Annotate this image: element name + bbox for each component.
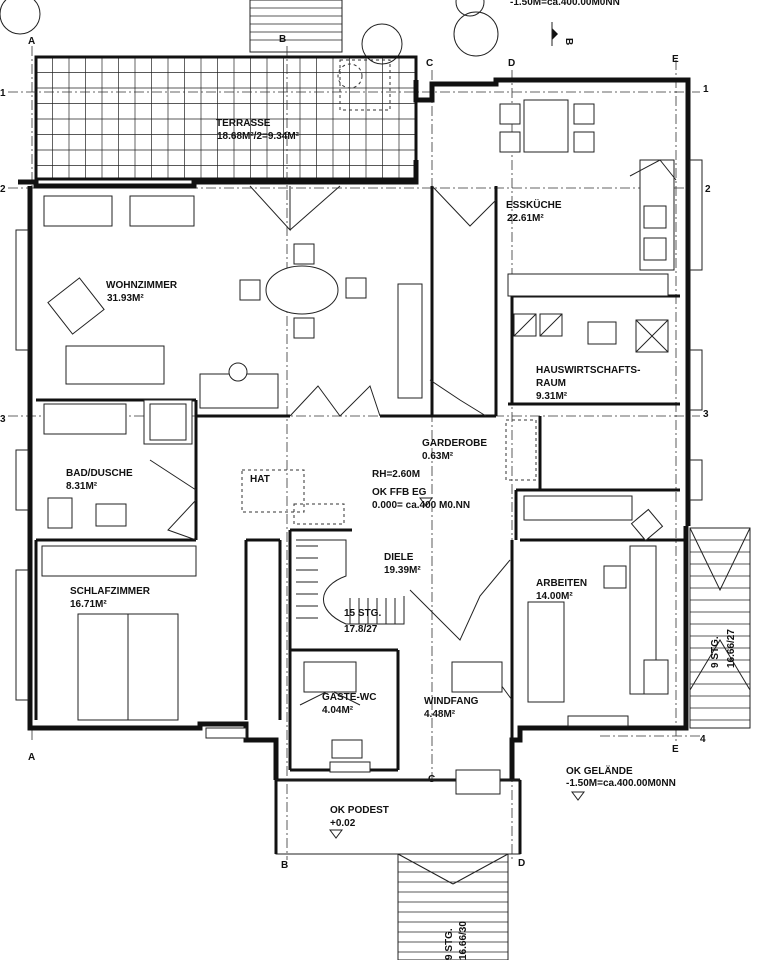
axis-e-top: E [672,54,679,65]
ok-ffb-eg-label: OK FFB EG [372,487,427,498]
axis-a-top: A [28,36,35,47]
wc-furniture [303,661,503,759]
room-diele-name: DIELE [384,552,414,563]
room-schlafzimmer-name: SCHLAFZIMMER [70,586,151,597]
axis-b-top: B [279,34,286,45]
room-gaeste-wc-area: 4.04M² [322,705,354,716]
ok-podest-value: +0.02 [330,818,356,829]
room-windfang-area: 4.48M² [424,709,456,720]
row-3-left: 3 [0,414,6,425]
ok-ffb-eg-value: 0.000= ca.400 M0.NN [372,500,470,511]
room-terrasse-name: TERRASSE [216,118,271,129]
row-2-left: 2 [0,184,6,195]
section-marker: B [551,22,574,46]
top-stair [249,0,343,53]
wohnzimmer-furniture [43,59,423,409]
right-stairs-ratio: 16.66/27 [726,629,737,668]
stair-arrow [397,853,454,885]
windows [15,159,703,795]
stairs-count: 15 STG. [344,608,381,619]
stairs-ratio: 17.8/27 [344,624,378,635]
stair-arrow [452,853,509,885]
esskueche-furniture [499,99,677,297]
room-diele-area: 19.39M² [384,565,421,576]
room-wohnzimmer-area: 31.93M² [107,293,144,304]
ok-gelaende-value: -1.50M=ca.400.00M0NN [566,778,676,789]
bottom-stairs-ratio: 16.66/30 [458,921,469,960]
room-wohnzimmer-name: WOHNZIMMER [106,280,178,291]
bottom-stairs-count: 9 STG. [444,928,455,960]
room-bad-name: BAD/DUSCHE [66,468,133,479]
room-hauswirtschaft-area: 9.31M² [536,391,568,402]
svg-text:B: B [563,38,574,45]
axis-d-top: D [508,58,515,69]
terrace-outline [34,55,418,181]
right-exterior-stair [689,527,751,729]
row-1-left: 1 [0,88,6,99]
bottom-exterior-stair [397,853,509,960]
room-gaeste-wc-name: GÄSTE-WC [322,690,376,703]
level-markers [329,497,585,839]
axis-a-bottom: A [28,752,35,763]
top-note: -1.50M=ca.400.00M0NN [510,0,620,8]
room-bad-area: 8.31M² [66,481,98,492]
axis-e-bottom: E [672,744,679,755]
room-windfang-name: WINDFANG [424,696,479,707]
exterior-walls [18,77,691,855]
row-3-right: 3 [703,409,709,420]
trees [0,0,499,65]
axis-d-bottom: D [518,858,525,869]
room-garderobe-area: 0.63M² [422,451,454,462]
arbeiten-furniture [523,495,669,703]
room-labels: TERRASSE 18.68M²/2=9.34M² ESSKÜCHE 22.61… [66,118,640,720]
axis-b-bottom: B [281,860,288,871]
room-schlafzimmer-area: 16.71M² [70,599,107,610]
row-2-right: 2 [705,184,711,195]
axis-grid-lines [8,46,700,860]
bad-furniture [43,399,345,529]
row-1-right: 1 [703,84,709,95]
room-esskueche-area: 22.61M² [507,213,544,224]
ceiling-height: RH=2.60M [372,469,420,480]
hauswirtschaft-furniture [505,313,669,481]
right-stairs-count: 9 STG. [710,636,721,668]
room-hauswirtschaft-name-1: HAUSWIRTSCHAFTS- [536,365,640,376]
terrace-tiles [35,56,416,179]
room-arbeiten-area: 14.00M² [536,591,573,602]
annotations: RH=2.60M OK FFB EG 0.000= ca.400 M0.NN 1… [330,469,737,960]
room-terrasse-area: 18.68M²/2=9.34M² [217,131,300,142]
room-hat-name: HAT [250,474,270,485]
ok-gelaende-label: OK GELÄNDE [566,764,633,777]
row-4-right: 4 [700,734,706,745]
room-hauswirtschaft-name-2: RAUM [536,378,566,389]
axis-c-top: C [426,58,433,69]
room-garderobe-name: GARDEROBE [422,438,487,449]
schlafzimmer-furniture [41,545,197,721]
main-staircase [296,539,405,625]
room-esskueche-name: ESSKÜCHE [506,198,562,211]
room-arbeiten-name: ARBEITEN [536,578,587,589]
ok-podest-label: OK PODEST [330,805,389,816]
